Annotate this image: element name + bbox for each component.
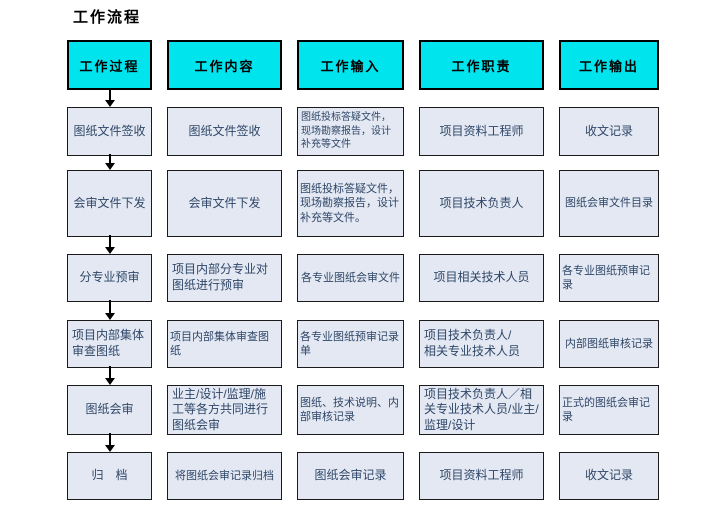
flowchart-grid: 工作过程 工作内容 工作输入 工作职责 工作输出 图纸文件签收 会审文件下发 分… [67,40,659,500]
flow-arrow-down-icon [67,433,152,452]
flow-arrow-down-icon [67,88,152,107]
arrow-head [104,100,115,107]
cell-content-row4: 项目内部集体审查图纸 [167,320,282,368]
arrow-line [108,300,111,315]
cell-output-row5: 正式的图纸会审记录 [559,385,659,435]
cell-responsibility-row4: 项目技术负责人/ 相关专业技术人员 [419,320,544,368]
cell-process-row3: 分专业预审 [67,254,152,302]
cell-content-row2: 会审文件下发 [167,170,282,237]
arrow-line [108,433,111,447]
cell-process-row5: 图纸会审 [67,385,152,435]
page-title: 工作流程 [73,9,142,26]
arrow-line [108,154,111,165]
cell-responsibility-row5: 项目技术负责人／相关专业技术人员/业主/监理/设计 [419,385,544,435]
arrow-line [108,235,111,249]
cell-output-row2: 图纸会审文件目录 [559,170,659,237]
column-header-work-responsibility: 工作职责 [419,40,544,90]
cell-responsibility-row1: 项目资料工程师 [419,107,544,156]
cell-content-row1: 图纸文件签收 [167,107,282,156]
cell-content-row3: 项目内部分专业对图纸进行预审 [167,254,282,302]
cell-process-row1: 图纸文件签收 [67,107,152,156]
cell-content-row6: 将图纸会审记录归档 [167,452,282,500]
cell-output-row4: 内部图纸审核记录 [559,320,659,368]
flow-arrow-down-icon [67,366,152,385]
cell-input-row4: 各专业图纸预审记录单 [297,320,404,368]
cell-input-row5: 图纸、技术说明、内部审核记录 [297,385,404,435]
cell-input-row1: 图纸投标答疑文件，现场勘察报告，设计补充等文件 [297,107,404,156]
cell-output-row1: 收文记录 [559,107,659,156]
cell-responsibility-row3: 项目相关技术人员 [419,254,544,302]
cell-process-row4: 项目内部集体审查图纸 [67,320,152,368]
cell-output-row3: 各专业图纸预审记录 [559,254,659,302]
cell-input-row2: 图纸投标答疑文件，现场勘察报告，设计补充等文件。 [297,170,404,237]
cell-responsibility-row2: 项目技术负责人 [419,170,544,237]
flow-arrow-down-icon [67,300,152,320]
arrow-head [104,247,115,254]
column-header-work-content: 工作内容 [167,40,282,90]
arrow-head [104,378,115,385]
cell-content-row5: 业主/设计/监理/施工等各方共同进行图纸会审 [167,385,282,435]
column-header-work-process: 工作过程 [67,40,152,90]
column-header-work-input: 工作输入 [297,40,404,90]
cell-input-row3: 各专业图纸会审文件 [297,254,404,302]
arrow-line [108,88,111,102]
arrow-head [104,163,115,170]
flow-arrow-down-icon [67,154,152,170]
column-header-work-output: 工作输出 [559,40,659,90]
arrow-head [104,313,115,320]
cell-process-row2: 会审文件下发 [67,170,152,237]
arrow-head [104,445,115,452]
cell-output-row6: 收文记录 [559,452,659,500]
flow-arrow-down-icon [67,235,152,254]
cell-input-row6: 图纸会审记录 [297,452,404,500]
cell-responsibility-row6: 项目资料工程师 [419,452,544,500]
cell-process-row6: 归 档 [67,452,152,500]
arrow-line [108,366,111,380]
